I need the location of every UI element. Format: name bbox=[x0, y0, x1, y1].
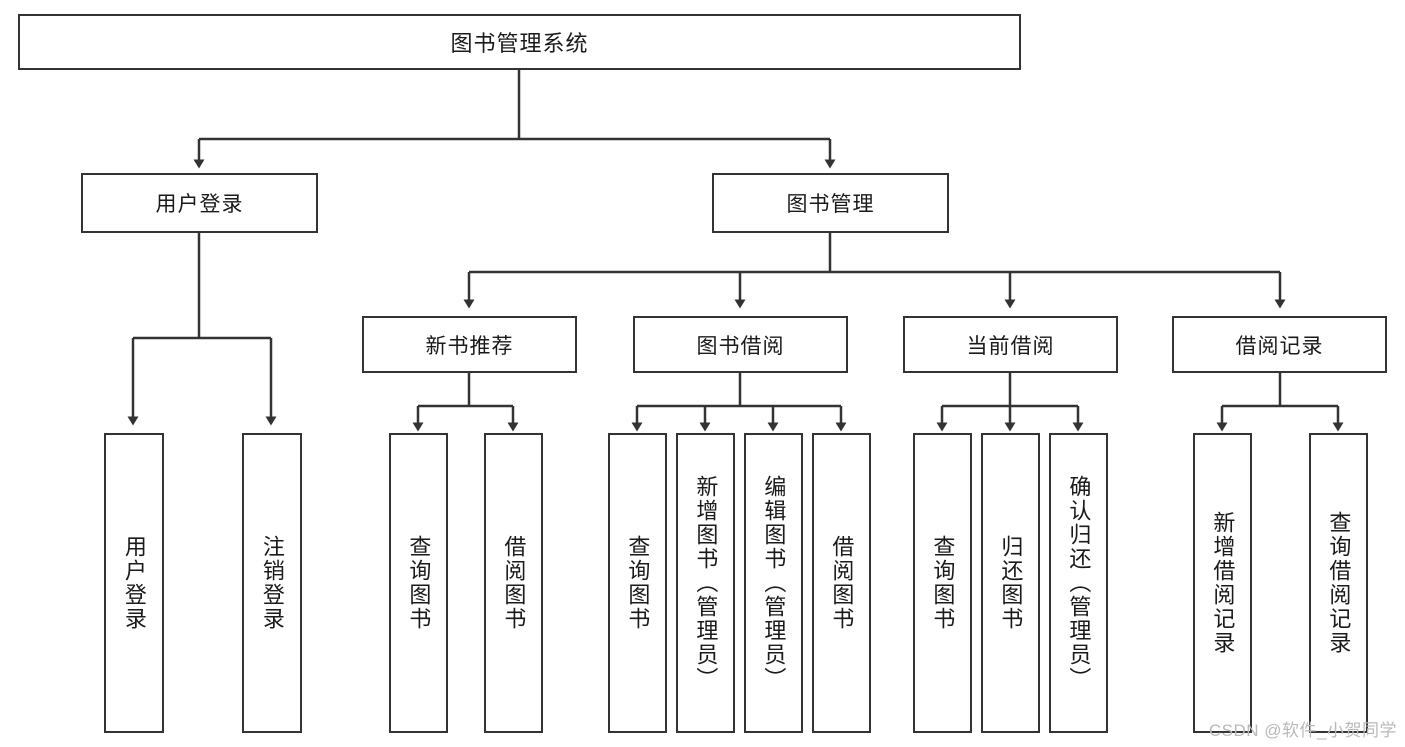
node-label: 编辑图书（管理员） bbox=[761, 475, 787, 691]
node-label: 新增图书（管理员） bbox=[693, 475, 719, 691]
node-label: 查询借阅记录 bbox=[1326, 511, 1352, 655]
node-user-login[interactable]: 用户登录 bbox=[81, 173, 318, 233]
leaf-book-borrow-edit[interactable]: 编辑图书（管理员） bbox=[744, 433, 803, 733]
leaf-book-borrow-add[interactable]: 新增图书（管理员） bbox=[676, 433, 735, 733]
node-current-borrow[interactable]: 当前借阅 bbox=[903, 316, 1118, 373]
node-label: 确认归还（管理员） bbox=[1066, 475, 1092, 691]
leaf-book-borrow-query[interactable]: 查询图书 bbox=[608, 433, 667, 733]
node-root-system[interactable]: 图书管理系统 bbox=[18, 14, 1021, 70]
node-label: 注销登录 bbox=[259, 535, 285, 631]
node-label: 图书借阅 bbox=[696, 334, 785, 358]
node-label: 归还图书 bbox=[998, 535, 1024, 631]
node-new-book-recommend[interactable]: 新书推荐 bbox=[362, 316, 577, 373]
node-label: 当前借阅 bbox=[966, 334, 1055, 358]
node-book-management[interactable]: 图书管理 bbox=[712, 173, 949, 233]
node-label: 新增借阅记录 bbox=[1210, 511, 1236, 655]
leaf-user-login-logout[interactable]: 注销登录 bbox=[242, 433, 302, 733]
node-label: 借阅记录 bbox=[1235, 334, 1324, 358]
leaf-current-borrow-query[interactable]: 查询图书 bbox=[913, 433, 972, 733]
node-label: 图书管理系统 bbox=[450, 31, 589, 56]
leaf-borrow-record-add[interactable]: 新增借阅记录 bbox=[1193, 433, 1252, 733]
node-label: 图书管理 bbox=[786, 193, 875, 216]
csdn-watermark: CSDN @软件_小贺同学 bbox=[1208, 721, 1397, 740]
node-label: 借阅图书 bbox=[829, 535, 855, 631]
leaf-new-book-borrow[interactable]: 借阅图书 bbox=[484, 433, 543, 733]
leaf-current-borrow-confirm-return[interactable]: 确认归还（管理员） bbox=[1049, 433, 1108, 733]
leaf-current-borrow-return[interactable]: 归还图书 bbox=[981, 433, 1040, 733]
leaf-user-login-login[interactable]: 用户登录 bbox=[104, 433, 164, 733]
node-label: 用户登录 bbox=[121, 535, 147, 631]
node-label: 用户登录 bbox=[155, 193, 244, 216]
node-label: 新书推荐 bbox=[425, 334, 514, 358]
node-label: 借阅图书 bbox=[501, 535, 527, 631]
node-book-borrow[interactable]: 图书借阅 bbox=[633, 316, 848, 373]
node-label: 查询图书 bbox=[406, 535, 432, 631]
leaf-new-book-query[interactable]: 查询图书 bbox=[389, 433, 448, 733]
leaf-borrow-record-query[interactable]: 查询借阅记录 bbox=[1309, 433, 1368, 733]
node-label: 查询图书 bbox=[625, 535, 651, 631]
node-label: 查询图书 bbox=[930, 535, 956, 631]
node-borrow-record[interactable]: 借阅记录 bbox=[1172, 316, 1387, 373]
leaf-book-borrow-borrow[interactable]: 借阅图书 bbox=[812, 433, 871, 733]
